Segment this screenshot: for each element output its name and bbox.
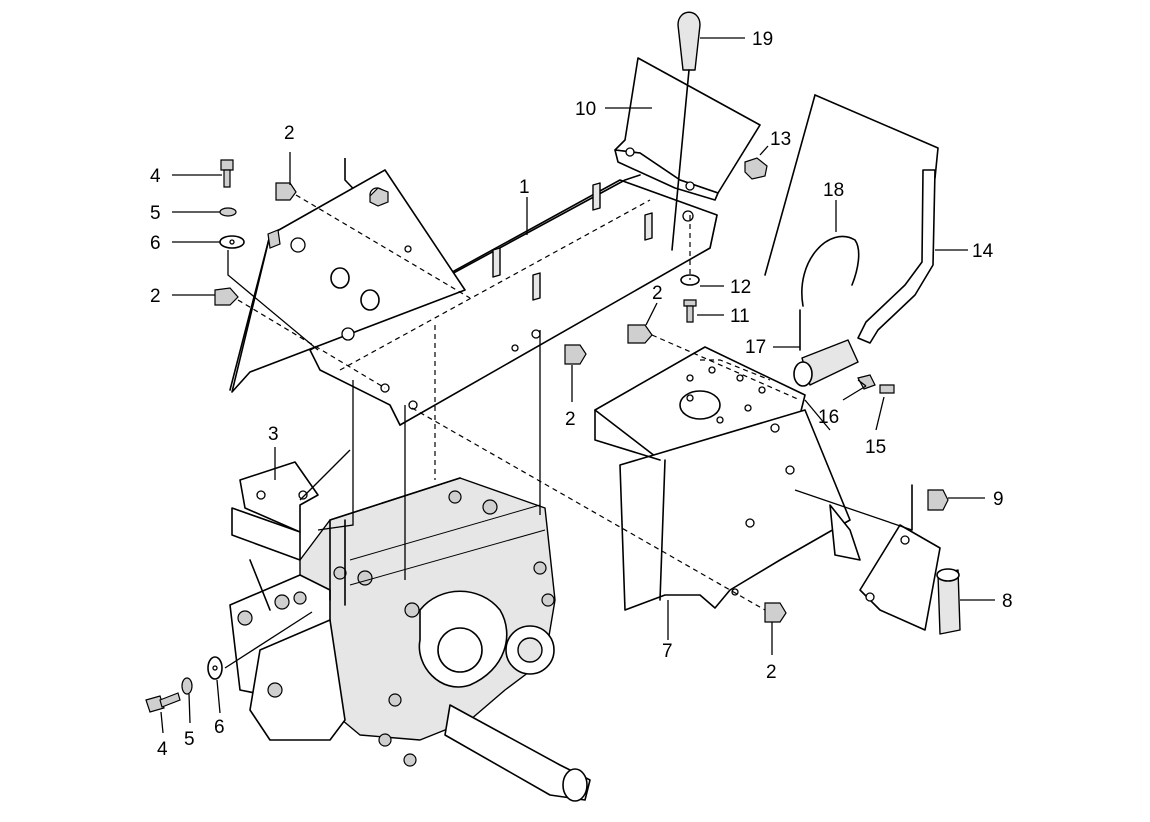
callout-4-upper: 4 [150, 166, 161, 187]
callout-13: 13 [770, 129, 791, 150]
assembly-lines [224, 194, 913, 669]
callout-15: 15 [865, 437, 886, 458]
transmission-housing [229, 477, 591, 802]
hardware [145, 157, 949, 713]
pedestal-cover [594, 346, 851, 611]
callout-17: 17 [745, 337, 766, 358]
callout-3: 3 [268, 424, 279, 445]
callout-9: 9 [993, 489, 1004, 510]
hinge-bracket [829, 484, 961, 635]
callout-16: 16 [818, 407, 839, 428]
callout-6-upper: 6 [150, 233, 161, 254]
left-side-plate [229, 169, 466, 393]
callout-8: 8 [1002, 591, 1013, 612]
callout-1: 1 [519, 177, 530, 198]
shift-knob [671, 11, 701, 251]
callout-4-lower: 4 [157, 739, 168, 760]
callout-2-mid: 2 [565, 409, 576, 430]
callout-6-lower: 6 [214, 717, 225, 738]
callout-leaders [160, 37, 995, 734]
callout-labels: 19 10 13 1 2 4 5 6 2 18 14 12 11 2 17 2 … [150, 29, 1013, 760]
callout-11: 11 [730, 306, 750, 327]
callout-2-upper: 2 [284, 123, 295, 144]
callout-5-upper: 5 [150, 203, 161, 224]
shift-plate [614, 57, 761, 201]
callout-2-center: 2 [652, 283, 663, 304]
callout-12: 12 [730, 277, 751, 298]
callout-10: 10 [575, 99, 596, 120]
callout-7: 7 [662, 641, 673, 662]
callout-5-lower: 5 [184, 729, 195, 750]
bracket [231, 461, 319, 561]
shift-lever [764, 94, 939, 387]
callout-14: 14 [972, 241, 994, 262]
callout-18: 18 [823, 180, 844, 201]
callout-2-left: 2 [150, 286, 161, 307]
callout-2-bottom: 2 [766, 662, 777, 683]
callout-19: 19 [752, 29, 773, 50]
